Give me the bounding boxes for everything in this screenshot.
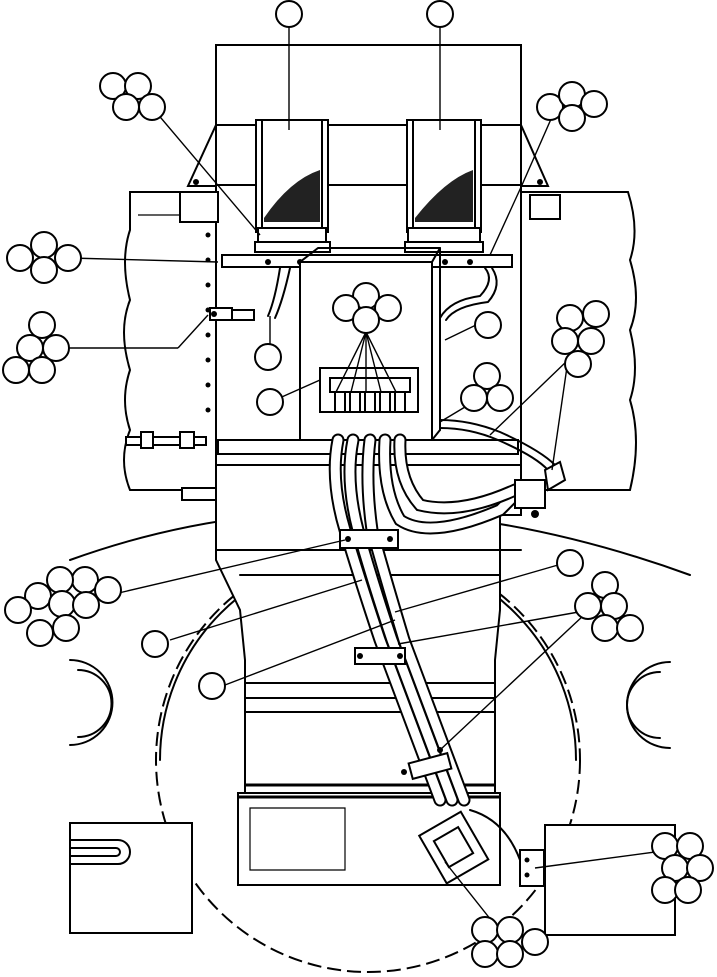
callout-balloon (42, 334, 70, 362)
callout-balloon (198, 672, 226, 700)
callout-balloon (6, 244, 34, 272)
callout-balloon (496, 916, 524, 944)
callout-balloon (574, 592, 602, 620)
callout-balloon (616, 614, 644, 642)
callout-balloon (591, 614, 619, 642)
callout-balloon (486, 384, 514, 412)
bottom-fitting (417, 809, 545, 887)
callout-balloon (94, 576, 122, 604)
callout-balloon (54, 244, 82, 272)
callout-balloon (256, 388, 284, 416)
valve-body (299, 247, 441, 441)
callout-balloon (496, 940, 524, 968)
callout-balloon (556, 549, 584, 577)
callout-balloon (28, 311, 56, 339)
callout-balloon (460, 384, 488, 412)
callout-balloon (112, 93, 140, 121)
callout-balloon (48, 590, 76, 618)
callout-balloon (473, 362, 501, 390)
left-wing-panel (123, 191, 228, 501)
callout-balloon (536, 93, 564, 121)
callout-balloon (551, 327, 579, 355)
callout-balloon (426, 0, 454, 28)
callout-balloon (46, 566, 74, 594)
callout-balloon (30, 256, 58, 284)
callout-balloon (471, 940, 499, 968)
callout-balloon (471, 916, 499, 944)
hydraulic-hoses (267, 267, 556, 807)
callout-balloon (352, 306, 380, 334)
callout-balloon (4, 596, 32, 624)
callout-balloon (28, 356, 56, 384)
callout-balloon (686, 854, 714, 882)
left-port (69, 659, 114, 746)
callout-balloon (275, 0, 303, 28)
callout-balloon (72, 591, 100, 619)
left-bottom-block (69, 822, 193, 934)
callout-balloon (26, 619, 54, 647)
callout-balloon (521, 928, 549, 956)
callout-balloon (138, 93, 166, 121)
right-elbow-fitting (514, 460, 567, 518)
callout-balloon (474, 311, 502, 339)
callout-balloon (30, 231, 58, 259)
right-port (626, 661, 671, 749)
leader-lines (68, 26, 671, 926)
callout-balloon (580, 90, 608, 118)
left-filter-canister (254, 119, 331, 253)
callout-balloon (52, 614, 80, 642)
callout-balloon (374, 294, 402, 322)
callout-balloon (582, 300, 610, 328)
callout-balloon (564, 350, 592, 378)
callout-balloon (674, 876, 702, 904)
callout-balloon (141, 630, 169, 658)
callout-balloon (577, 327, 605, 355)
callout-balloon (558, 104, 586, 132)
left-side-fittings (140, 307, 255, 449)
callout-balloon (254, 343, 282, 371)
callout-balloon (2, 356, 30, 384)
callout-balloon (556, 304, 584, 332)
callout-balloon (124, 72, 152, 100)
right-filter-canister (404, 119, 484, 253)
